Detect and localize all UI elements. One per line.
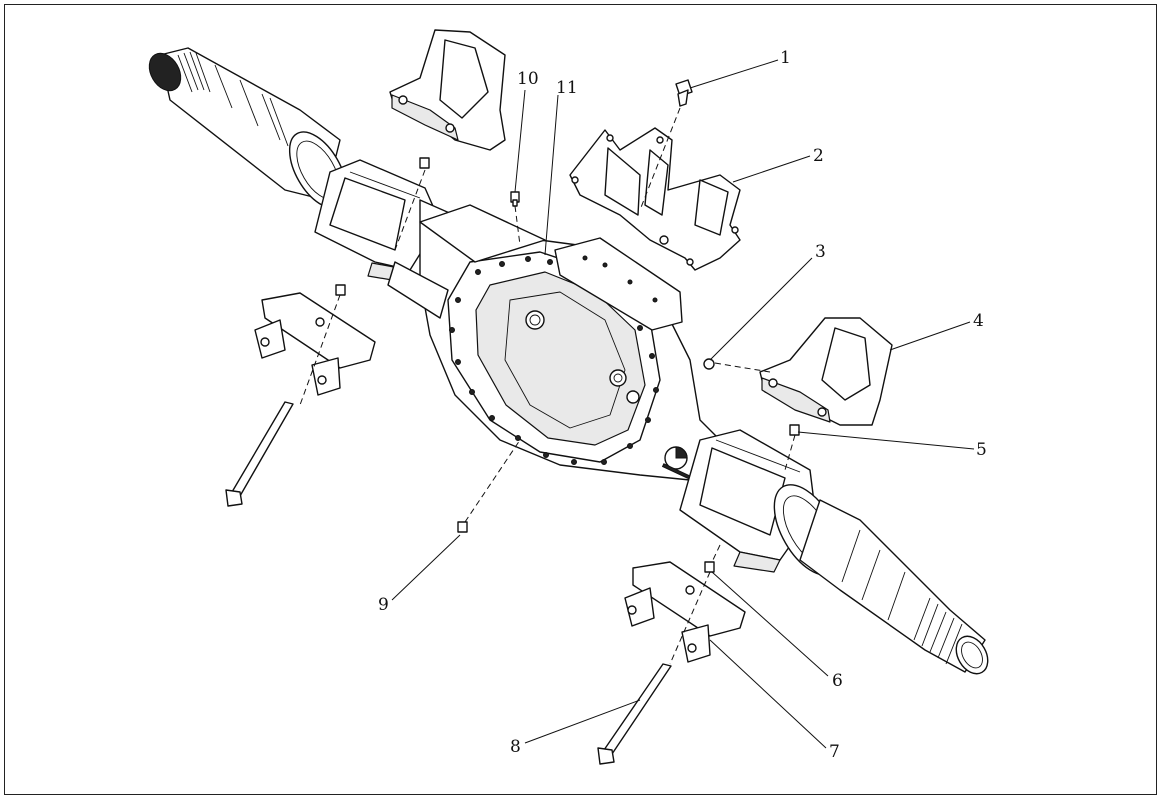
callout-10: 10 xyxy=(517,69,539,89)
small-hardware xyxy=(335,79,800,573)
right-u-bolt-stud xyxy=(597,663,672,765)
callout-6: 6 xyxy=(832,671,843,691)
callout-11: 11 xyxy=(556,78,578,98)
lower-right-spring-plate xyxy=(624,561,746,663)
callout-1: 1 xyxy=(780,48,791,68)
left-u-bolt-stud xyxy=(225,401,294,507)
callout-8: 8 xyxy=(510,737,521,757)
callout-3: 3 xyxy=(815,242,826,262)
callout-labels: 1 2 3 4 5 6 7 8 9 10 11 xyxy=(378,48,987,762)
right-spindle xyxy=(773,484,989,675)
upper-right-bracket xyxy=(759,317,893,426)
axle-housing-center xyxy=(387,199,721,481)
callout-5: 5 xyxy=(976,440,987,460)
left-spindle xyxy=(148,47,348,209)
leader-lines xyxy=(391,59,975,749)
callout-9: 9 xyxy=(378,595,389,615)
torque-rod-bracket xyxy=(569,127,741,271)
assembly-axis-lines xyxy=(299,107,796,665)
callout-2: 2 xyxy=(813,146,824,166)
callout-7: 7 xyxy=(829,742,840,762)
upper-left-bracket xyxy=(389,29,506,151)
callout-4: 4 xyxy=(973,311,984,331)
lower-left-spring-plate xyxy=(254,292,376,396)
drawing-frame xyxy=(4,4,1157,795)
